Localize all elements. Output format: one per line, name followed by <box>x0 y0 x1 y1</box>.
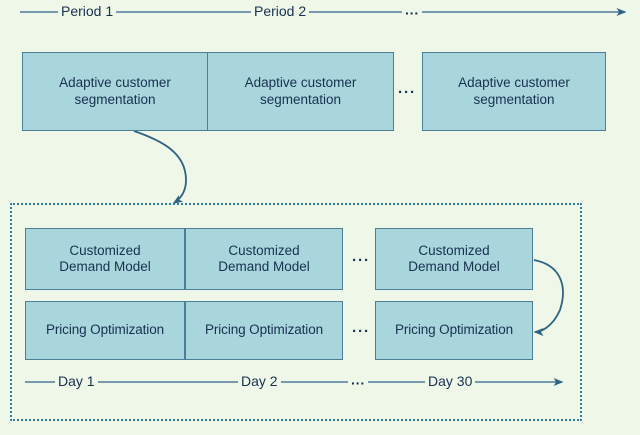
period-label-2: Period 2 <box>251 4 310 18</box>
customized-demand-model-box-3[interactable]: Customized Demand Model <box>375 228 533 290</box>
customized-demand-model-box-1[interactable]: Customized Demand Model <box>25 228 185 290</box>
period-timeline-ellipsis: ··· <box>402 6 422 20</box>
day-label-30: Day 30 <box>425 374 476 388</box>
day-timeline-ellipsis: ··· <box>348 376 368 390</box>
adaptive-customer-segmentation-box-1[interactable]: Adaptive customer segmentation <box>22 52 208 131</box>
period-row-ellipsis: ··· <box>398 84 416 101</box>
adaptive-customer-segmentation-box-2[interactable]: Adaptive customer segmentation <box>207 52 394 131</box>
customized-demand-model-box-2[interactable]: Customized Demand Model <box>185 228 343 290</box>
pricing-optimization-box-3[interactable]: Pricing Optimization <box>375 301 533 360</box>
period-label-1: Period 1 <box>58 4 117 18</box>
pricing-optimization-box-1[interactable]: Pricing Optimization <box>25 301 185 360</box>
demand-model-row-ellipsis: ··· <box>352 252 370 269</box>
day-label-1: Day 1 <box>55 374 98 388</box>
pricing-optimization-box-2[interactable]: Pricing Optimization <box>185 301 343 360</box>
adaptive-customer-segmentation-box-3[interactable]: Adaptive customer segmentation <box>422 52 606 131</box>
period-to-day-arrow <box>133 130 187 204</box>
day-label-2: Day 2 <box>238 374 281 388</box>
day-cycle-container <box>10 203 582 421</box>
pricing-optimization-row-ellipsis: ··· <box>352 323 370 340</box>
